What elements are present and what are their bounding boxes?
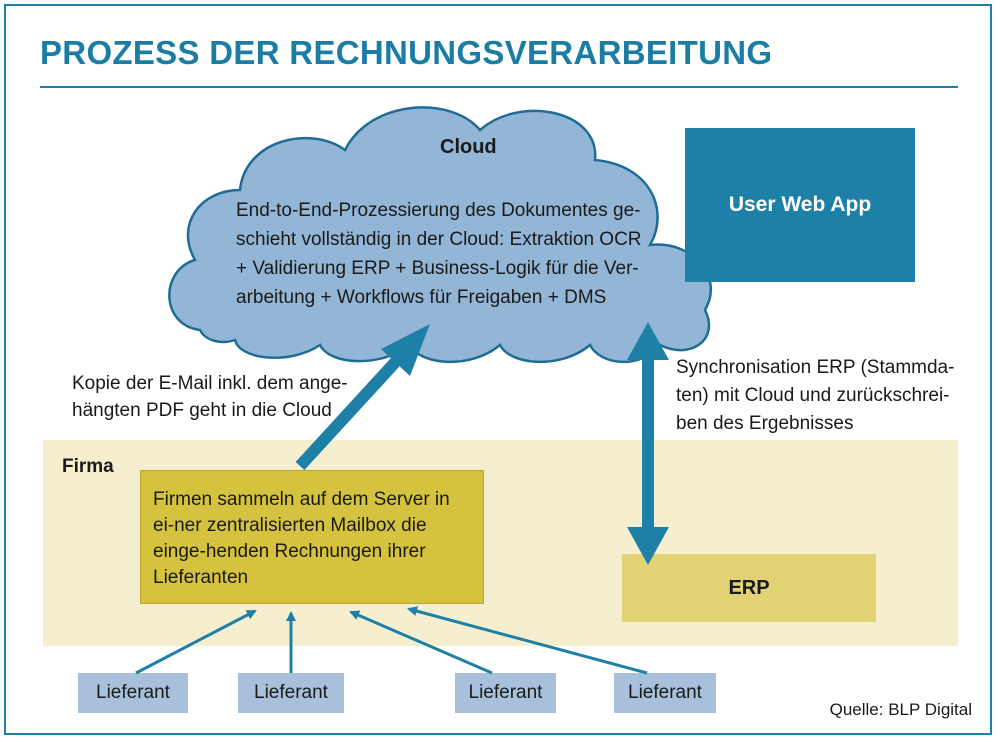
erp-label: ERP (728, 576, 770, 599)
erp-box: ERP (622, 554, 876, 622)
supplier-box-3: Lieferant (455, 673, 556, 713)
supplier-box-1: Lieferant (78, 673, 188, 713)
supplier-label: Lieferant (254, 682, 328, 703)
supplier-box-4: Lieferant (614, 673, 716, 713)
erp-sync-annotation: Synchronisation ERP (Stammda-ten) mit Cl… (676, 357, 955, 434)
email-copy-annotation: Kopie der E-Mail inkl. dem ange-hängten … (72, 373, 348, 421)
page-title: PROZESS DER RECHNUNGSVERARBEITUNG (40, 34, 773, 71)
title-divider (40, 86, 958, 88)
user-web-app-label: User Web App (728, 193, 872, 216)
user-web-app-box: User Web App (685, 128, 915, 282)
firma-label: Firma (62, 456, 114, 477)
supplier-label: Lieferant (96, 682, 170, 703)
central-mailbox-box: Firmen sammeln auf dem Server in ei-ner … (140, 470, 484, 604)
cloud-description: End-to-End-Prozessierung des Dokumentes … (236, 200, 642, 308)
cloud-label: Cloud (440, 136, 497, 158)
supplier-label: Lieferant (468, 682, 543, 703)
supplier-label: Lieferant (628, 682, 702, 703)
source-credit: Quelle: BLP Digital (829, 700, 972, 719)
central-mailbox-text: Firmen sammeln auf dem Server in ei-ner … (153, 489, 450, 588)
supplier-box-2: Lieferant (238, 673, 344, 713)
outer-frame (4, 4, 992, 735)
